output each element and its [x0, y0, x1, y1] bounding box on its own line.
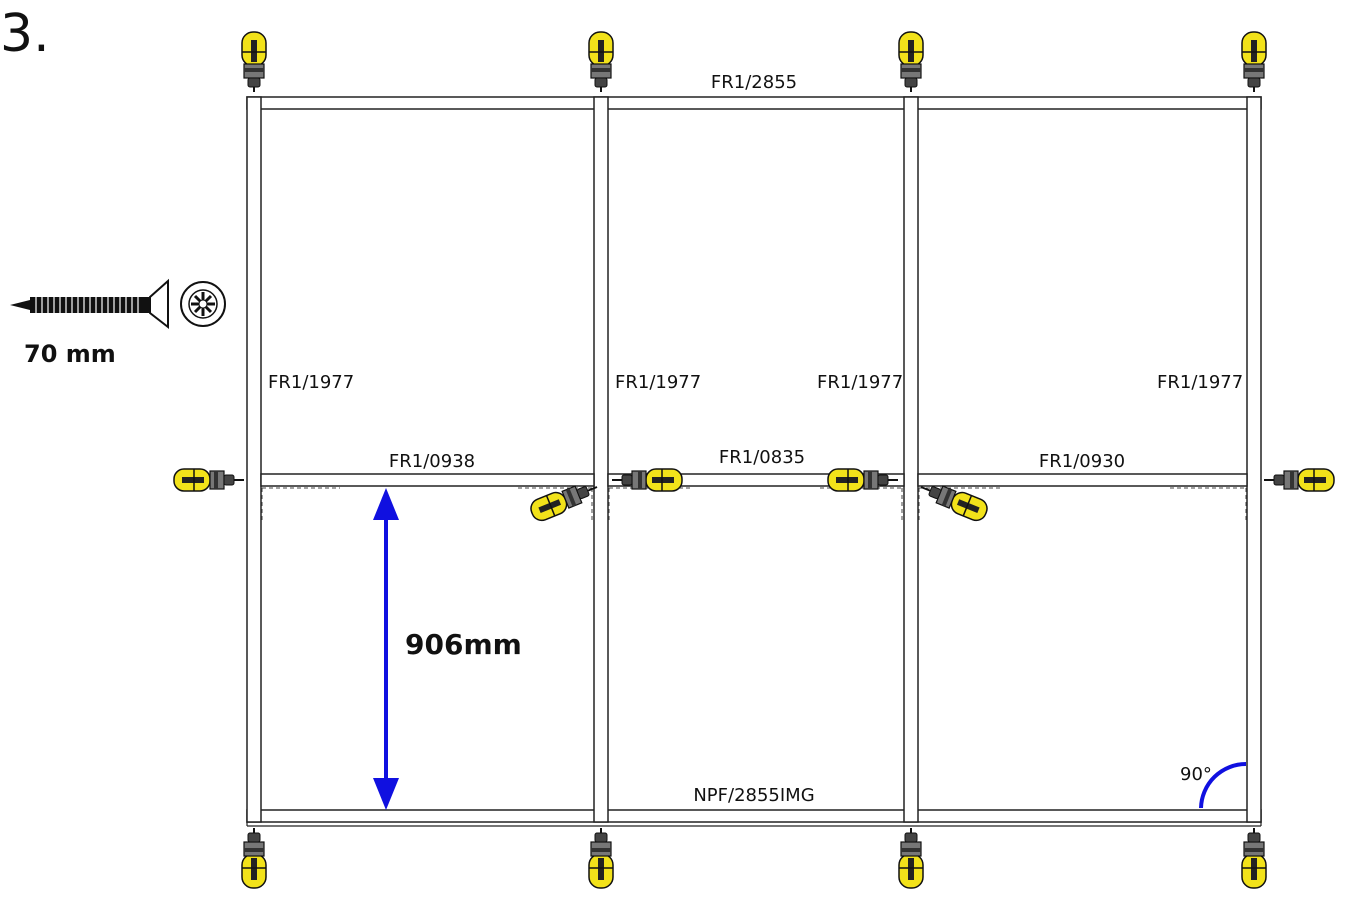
- drill-icon: [173, 468, 245, 492]
- upright-label: FR1/1977: [1157, 372, 1244, 393]
- drill-icon: [1263, 468, 1335, 492]
- drill-icon: [241, 31, 267, 93]
- drill-icon: [898, 827, 924, 889]
- upright-label: FR1/1977: [268, 372, 355, 393]
- dimension-arrow: [373, 488, 399, 810]
- drill-icon: [1241, 31, 1267, 93]
- drill-icon: [588, 827, 614, 889]
- middle-rail-label: FR1/0930: [1038, 451, 1126, 472]
- drill-icon: [588, 31, 614, 93]
- middle-rails: [260, 473, 1248, 520]
- drill-icon: [1241, 827, 1267, 889]
- top-rail-label: FR1/2855: [710, 72, 798, 93]
- drill-icon: [241, 827, 267, 889]
- middle-rail-label: FR1/0835: [718, 447, 806, 468]
- pozidriv-head-icon: [180, 281, 226, 327]
- bottom-rail: [246, 809, 1262, 827]
- top-rail: [246, 96, 1262, 110]
- screw-icon: [10, 278, 169, 330]
- drill-icon: [898, 31, 924, 93]
- uprights: [246, 96, 1262, 823]
- middle-rail-label: FR1/0938: [388, 451, 476, 472]
- bottom-rail-label: NPF/2855IMG: [693, 785, 815, 806]
- step-number: 3.: [0, 4, 50, 64]
- screw-length-label: 70 mm: [24, 340, 116, 368]
- right-angle-arc: [1199, 762, 1247, 809]
- dimension-label: 906mm: [405, 628, 522, 661]
- angle-label: 90°: [1180, 764, 1212, 785]
- upright-label: FR1/1977: [817, 372, 904, 393]
- upright-label: FR1/1977: [615, 372, 702, 393]
